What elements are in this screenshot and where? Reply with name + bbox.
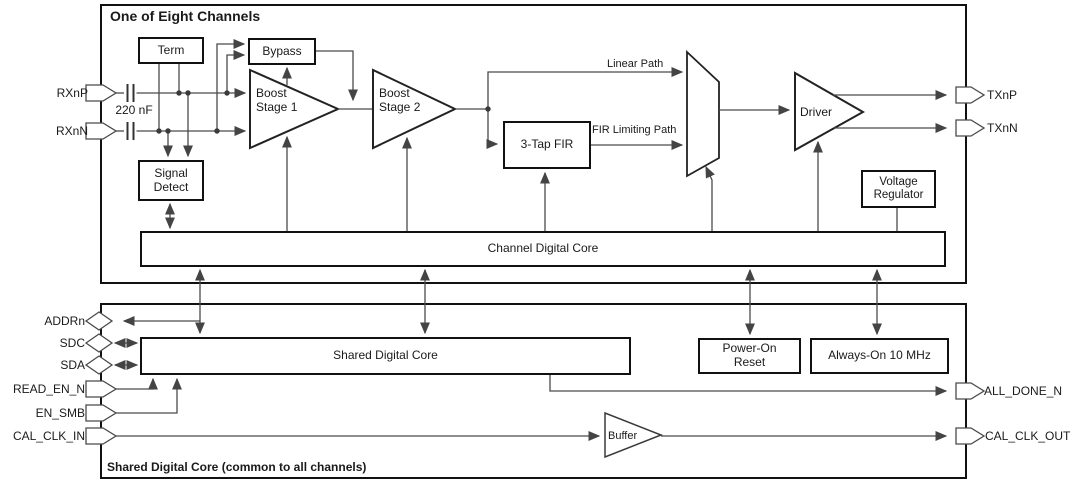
wire-all-done (549, 375, 948, 396)
wire-rxn-to-bypass (216, 39, 246, 131)
junction-dot (214, 128, 220, 134)
pin-rxnp (85, 84, 118, 102)
ctrl-mux-select (705, 165, 715, 231)
wire-en-smb (116, 377, 182, 414)
junction-dot (156, 128, 162, 134)
wire-read-en (116, 377, 158, 390)
wire-to-fir (486, 109, 499, 149)
junction-dot (485, 106, 491, 112)
channel-digital-core-block: Channel Digital Core (140, 231, 946, 267)
boost-stage-1-triangle (249, 68, 341, 150)
term-block: Term (138, 37, 204, 64)
wire-bypass-out (316, 50, 358, 102)
pin-cal-clk-out (955, 427, 986, 445)
shared-digital-core-block: Shared Digital Core (140, 337, 631, 375)
junction-dot (176, 90, 182, 96)
pin-cal-clk-in (85, 427, 118, 445)
fir-block: 3-Tap FIR (503, 121, 591, 169)
pin-txnp (955, 86, 986, 104)
junction-dot (165, 128, 171, 134)
cap-symbols (126, 84, 135, 140)
driver-triangle (794, 71, 866, 152)
pin-sda (84, 355, 114, 375)
pin-read-en-n (85, 380, 118, 398)
boost-stage-2-triangle (372, 68, 458, 150)
signal-detect-block: Signal Detect (138, 160, 204, 201)
junction-dot (224, 90, 230, 96)
buffer-triangle (604, 411, 664, 459)
pin-en-smb (85, 404, 118, 422)
voltage-regulator-block: Voltage Regulator (861, 170, 936, 208)
pin-sdc (84, 333, 114, 353)
io-pins (84, 84, 986, 445)
bypass-block: Bypass (248, 38, 316, 65)
power-on-reset-block: Power-On Reset (698, 338, 801, 374)
wires (113, 39, 948, 441)
pin-addrn (84, 311, 114, 331)
junction-dots (156, 90, 491, 134)
wire-linear-path (487, 67, 684, 109)
cap-rxp (126, 84, 135, 102)
wire-rxp-to-bypass (226, 50, 246, 93)
pin-all-done-n (955, 382, 986, 400)
mux-shape (686, 49, 720, 178)
always-on-oscillator-block: Always-On 10 MHz (810, 338, 949, 374)
junction-dot (185, 90, 191, 96)
pin-rxnn (85, 122, 118, 140)
cap-rxn (126, 122, 135, 140)
pin-txnn (955, 119, 986, 137)
